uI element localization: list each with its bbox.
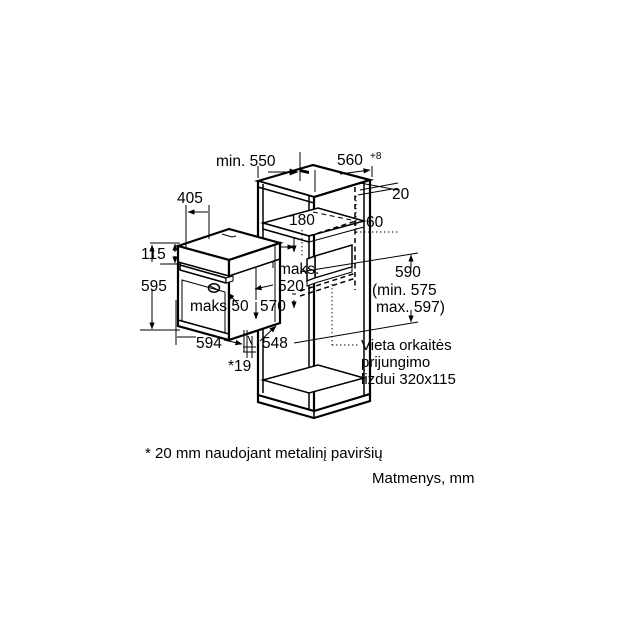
socket-note-line-3: lizdui 320x115 (361, 371, 456, 388)
label-min-575: (min. 575 (372, 282, 437, 299)
label-180: 180 (289, 212, 315, 229)
dimension-20: 20 (357, 182, 410, 203)
oven-front-bottom-lip (177, 319, 230, 335)
dimension-60: 60 (355, 196, 400, 233)
socket-note-line-2: prijungimo (361, 354, 430, 371)
cabinet-shelf-back-line (317, 207, 365, 222)
label-595: 595 (141, 278, 167, 295)
dimension-180: 180 (280, 211, 357, 256)
oven-top-notch (221, 233, 237, 238)
dimension-19: *19 (228, 330, 256, 375)
dim-590-ext-bottom (293, 321, 419, 344)
dimension-maks-520: maks. 520 (254, 261, 319, 295)
dimension-548: 548 (247, 325, 288, 352)
label-115: 115 (141, 246, 166, 263)
cabinet-floor-back (317, 364, 365, 379)
label-19: *19 (228, 358, 251, 375)
label-560: 560 (337, 152, 363, 169)
dimension-405: 405 (177, 190, 210, 248)
dimension-595: 595 (140, 244, 180, 331)
footnote-metal-surface: * 20 mm naudojant metalinį paviršių (145, 445, 383, 462)
oven-panel-divider-side (228, 258, 281, 277)
oven-door-handle-end (225, 275, 234, 284)
label-548: 548 (262, 335, 288, 352)
label-560-tolerance: +8 (370, 151, 382, 162)
oven-panel-divider-front (177, 261, 230, 277)
dimension-594: 594 (175, 300, 245, 352)
label-maks: maks. (278, 261, 319, 278)
dim-20-leader-b (359, 182, 399, 191)
dim-520-leader (254, 284, 274, 291)
label-520: 520 (278, 278, 304, 295)
dim-180-ref-line (312, 211, 357, 222)
dim-548-leader (259, 325, 277, 342)
label-20: 20 (392, 186, 410, 203)
dimension-min-550: min. 550 (216, 152, 301, 181)
dimension-115: 115 (141, 242, 181, 265)
dim-maks50-leader (227, 292, 239, 305)
cabinet-top-marker (300, 169, 309, 174)
socket-recess (306, 243, 353, 287)
oven-appliance (174, 227, 284, 342)
dim-20-leader-c (357, 188, 393, 196)
dimension-570: 570 (253, 268, 297, 320)
label-60: 60 (366, 214, 384, 231)
cabinet-niche (254, 163, 375, 420)
dim-560-line (339, 168, 371, 175)
label-594: 594 (196, 335, 222, 352)
label-maks-50: maks.50 (190, 298, 249, 315)
cabinet-hidden-diagonal-lower (299, 272, 357, 292)
label-min-550: min. 550 (216, 153, 276, 170)
dimension-590: 590 (min. 575 max. 597) (293, 252, 445, 344)
cabinet-floor (260, 364, 367, 394)
label-590: 590 (395, 264, 421, 281)
label-max-597: max. 597) (376, 299, 445, 316)
oven-front-face (176, 244, 231, 342)
units-note: Matmenys, mm (372, 470, 475, 487)
label-405: 405 (177, 190, 203, 207)
socket-note: Vieta orkaitės prijungimo lizdui 320x115 (331, 284, 456, 388)
cabinet-hidden-diagonal-lower2 (299, 277, 357, 297)
dimension-maks-50: maks.50 (190, 292, 249, 315)
socket-recess-lip (306, 266, 353, 287)
oven-side-face (227, 241, 282, 342)
dim-590-ext-top (299, 252, 419, 273)
dim-548-tick (247, 335, 253, 346)
socket-note-line-1: Vieta orkaitės (361, 337, 452, 354)
dimension-560: 560 +8 (314, 151, 382, 192)
label-570: 570 (260, 298, 286, 315)
dim-594-arrow (223, 339, 243, 346)
